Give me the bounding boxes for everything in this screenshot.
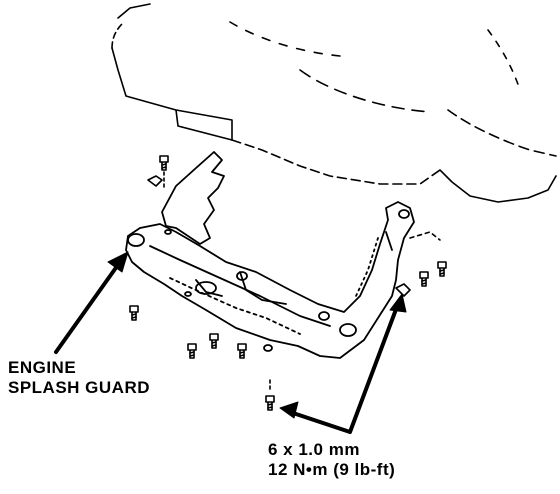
engine-body-outline <box>111 3 557 241</box>
bolt <box>419 271 429 287</box>
part-name-line2: SPLASH GUARD <box>8 377 151 397</box>
bolt <box>209 333 219 349</box>
bolt-size-label: 6 x 1.0 mm <box>268 440 360 459</box>
leader-arrows <box>54 251 407 434</box>
part-name-line1: ENGINE <box>8 358 77 377</box>
bolt <box>237 343 247 359</box>
bolt <box>437 261 447 277</box>
engine-splash-guard <box>125 151 415 359</box>
bolt-spec-callout: 6 x 1.0 mm 12 N•m (9 lb-ft) <box>268 440 395 479</box>
bolt <box>159 155 169 171</box>
splash-guard-arrowhead <box>107 251 129 273</box>
bolt-leader <box>288 302 400 434</box>
bolt <box>129 305 139 321</box>
bolt-arrowhead-right <box>389 293 407 313</box>
splash-guard-leader <box>54 260 122 354</box>
torque-label: 12 N•m (9 lb-ft) <box>268 459 396 479</box>
splash-guard-callout: ENGINE SPLASH GUARD <box>8 358 150 397</box>
bolt-arrowhead-left <box>279 401 299 419</box>
bolt <box>187 343 197 359</box>
bolt <box>265 395 275 411</box>
clip <box>147 175 163 187</box>
clip <box>395 283 411 297</box>
mounting-bolts <box>129 155 447 411</box>
